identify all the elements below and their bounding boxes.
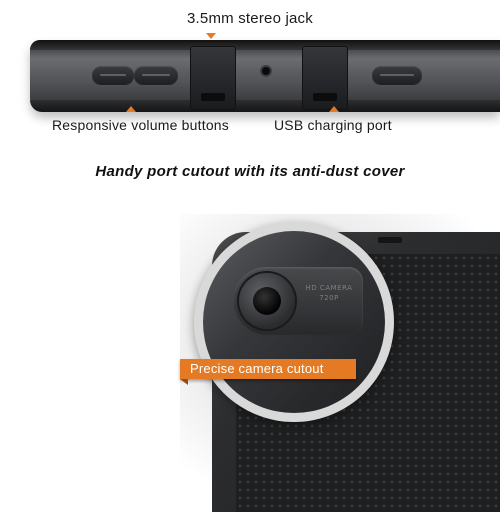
- phone-edge-bottom-lip: [30, 100, 500, 112]
- phone-edge-top-lip: [30, 40, 500, 50]
- camera-callout: Precise camera cutout: [180, 359, 356, 379]
- camera-callout-text: Precise camera cutout: [190, 361, 324, 376]
- volume-up-button: [134, 66, 178, 84]
- triangle-up-icon: [329, 106, 339, 112]
- stereo-jack-label: 3.5mm stereo jack: [187, 10, 313, 27]
- volume-down-button: [92, 66, 134, 84]
- usb-port-cover: [302, 46, 348, 110]
- jack-cover: [190, 46, 236, 110]
- power-button: [372, 66, 422, 84]
- camera-marking: HD CAMERA 720P: [305, 284, 353, 302]
- stereo-jack-hole: [262, 67, 270, 75]
- triangle-down-icon: [206, 33, 216, 39]
- camera-lens: [253, 287, 281, 315]
- volume-buttons-label: Responsive volume buttons: [52, 117, 229, 133]
- magnifier-view: HD CAMERA 720P: [203, 231, 385, 413]
- headline: Handy port cutout with its anti-dust cov…: [95, 163, 405, 180]
- tablet-side-button: [378, 237, 402, 243]
- callout-fold: [180, 379, 188, 385]
- triangle-up-icon: [126, 106, 136, 112]
- usb-port-label: USB charging port: [274, 117, 392, 133]
